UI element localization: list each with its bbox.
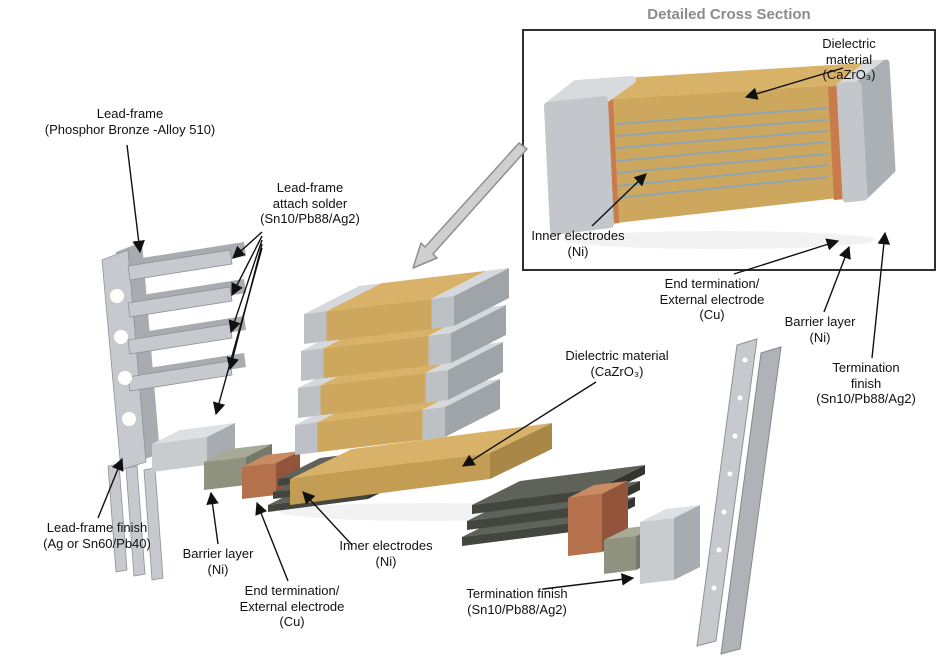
- label-inset-dielectric: Dielectric material (CaZrO₃): [822, 36, 876, 83]
- label-inset-termination-finish: Termination finish (Sn10/Pb88/Ag2): [816, 360, 916, 407]
- arrow-attach-solder-1: [232, 231, 263, 259]
- arrow-barrier-bottom: [206, 491, 219, 545]
- arrow-attach-solder-5: [212, 247, 263, 416]
- inset-left-end-cap: [544, 76, 636, 235]
- label-termination-finish-bottom: Termination finish (Sn10/Pb88/Ag2): [466, 586, 568, 617]
- lead-frame-right-holes: [711, 357, 748, 591]
- arrow-attach-solder-2: [231, 235, 263, 297]
- arrow-termination-finish-bottom: [542, 573, 635, 590]
- label-lead-frame-finish: Lead-frame finish (Ag or Sn60/Pb40): [43, 520, 151, 551]
- arrow-attach-solder-3: [228, 239, 263, 334]
- chip-stack: [295, 268, 509, 455]
- arrow-inset-end-termination: [733, 238, 840, 275]
- inset-shadow: [565, 231, 875, 249]
- arrow-end-termination-bottom: [255, 501, 289, 582]
- inset-title: Detailed Cross Section: [647, 6, 811, 23]
- arrow-inset-termination-finish: [871, 231, 891, 359]
- inset-dielectric-body: [566, 62, 878, 228]
- inset-inner-electrode-lines: [616, 107, 828, 199]
- zoom-arrow: [412, 142, 528, 269]
- label-inset-barrier-layer: Barrier layer (Ni): [784, 314, 856, 345]
- annotation-arrows: [97, 67, 891, 590]
- lead-frame-right: [696, 338, 782, 655]
- arrow-lead-frame-finish: [97, 457, 124, 519]
- label-inset-inner-electrodes: Inner electrodes (Ni): [531, 228, 625, 259]
- label-barrier-layer-bottom: Barrier layer (Ni): [182, 546, 254, 577]
- arrow-inset-barrier: [823, 245, 851, 313]
- arrow-inner-electrodes-bottom: [302, 491, 353, 546]
- arrow-lead-frame: [126, 144, 145, 254]
- label-inset-end-termination: End termination/ External electrode (Cu): [659, 276, 765, 323]
- solder-block-left: [152, 423, 235, 472]
- inset-capacitor: [544, 59, 896, 249]
- arrow-inset-inner-electrodes: [591, 173, 647, 227]
- inset-right-end-cap: [836, 59, 896, 203]
- label-inner-electrodes-bottom: Inner electrodes (Ni): [339, 538, 433, 569]
- arrow-inset-dielectric: [744, 67, 844, 100]
- label-lead-frame-attach-solder: Lead-frame attach solder (Sn10/Pb88/Ag2): [260, 180, 360, 227]
- label-lead-frame: Lead-frame (Phosphor Bronze -Alloy 510): [44, 106, 216, 137]
- label-dielectric-main: Dielectric material (CaZrO₃): [565, 348, 669, 379]
- lead-frame-holes: [110, 289, 136, 426]
- copper-block-right: [568, 481, 628, 556]
- termination-finish-block: [640, 505, 700, 584]
- lead-frame-left: [101, 249, 233, 581]
- arrow-dielectric-main: [461, 381, 597, 467]
- label-end-termination-bottom: End termination/ External electrode (Cu): [239, 583, 345, 630]
